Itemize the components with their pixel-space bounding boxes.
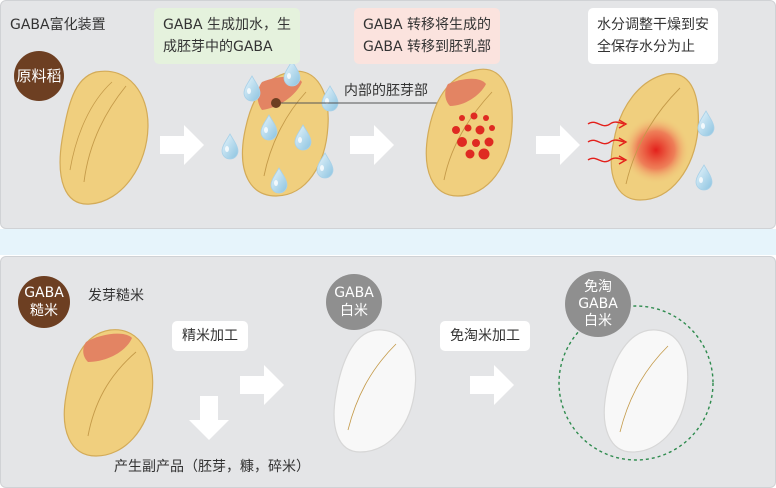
step-transfer-line2: GABA 转移到胚乳部 (363, 39, 492, 55)
step-dry-line1: 水分调整干燥到安 (597, 17, 709, 33)
drying-grain (610, 73, 699, 201)
step-dry-line2: 全保存水分为止 (597, 39, 695, 55)
gaba-brown-rice-line2: 糙米 (30, 303, 58, 319)
water-drop-icon (283, 60, 301, 87)
arrow-right-icon (240, 365, 284, 405)
water-drop-icon (697, 110, 715, 137)
wash-free-line1: 免淘 (584, 278, 612, 295)
water-drop-icon (221, 133, 239, 160)
white-rice-grain (333, 329, 417, 453)
step-box-dry: 水分调整干燥到安 全保存水分为止 (588, 8, 718, 64)
arrow-right-icon (536, 125, 580, 165)
step-no-wash-label: 免淘米加工 (450, 328, 520, 344)
byproduct-label: 产生副产品（胚芽，糠，碎米） (114, 459, 310, 475)
arrow-down-icon (189, 396, 229, 440)
step-box-no-wash: 免淘米加工 (440, 321, 530, 351)
water-drop-icon (243, 75, 261, 102)
wash-free-gaba-badge: 免淘 GABA 白米 (565, 271, 631, 337)
gaba-white-rice-badge: GABA 白米 (326, 274, 382, 330)
top-title: GABA富化装置 (10, 17, 106, 33)
water-drop-icon (695, 164, 713, 191)
water-drop-icon (321, 85, 339, 112)
arrow-right-icon (350, 125, 394, 165)
step-polish-label: 精米加工 (182, 328, 238, 344)
panel-gap (0, 229, 776, 255)
wash-free-line2: GABA (578, 295, 618, 312)
step-box-transfer: GABA 转移将生成的 GABA 转移到胚乳部 (354, 8, 501, 64)
highlight-dashed-circle (558, 305, 714, 461)
raw-paddy-label: 原料稻 (16, 67, 62, 85)
gaba-brown-rice-badge: GABA 糙米 (18, 276, 70, 328)
germinated-grain (63, 329, 154, 457)
germ-callout-label: 内部的胚芽部 (344, 83, 428, 99)
transfer-grain (425, 68, 513, 197)
bottom-title: 发芽糙米 (88, 288, 144, 304)
raw-paddy-badge: 原料稻 (14, 51, 64, 101)
heat-wave-icon (587, 119, 628, 165)
step-box-soak: GABA 生成加水，生 成胚芽中的GABA (154, 8, 301, 64)
arrow-right-icon (160, 125, 204, 165)
step-soak-line2: 成胚芽中的GABA (163, 39, 273, 55)
gaba-white-rice-line2: 白米 (340, 303, 368, 319)
step-soak-line1: GABA 生成加水，生 (163, 17, 292, 33)
wash-free-rice-grain (603, 329, 689, 453)
gaba-brown-rice-line1: GABA (24, 285, 64, 301)
step-transfer-line1: GABA 转移将生成的 (363, 17, 492, 33)
gaba-white-rice-line1: GABA (334, 285, 374, 301)
wash-free-line3: 白米 (584, 312, 612, 329)
raw-grain (59, 70, 149, 205)
step-box-polish: 精米加工 (172, 321, 248, 351)
arrow-right-icon (470, 365, 514, 405)
